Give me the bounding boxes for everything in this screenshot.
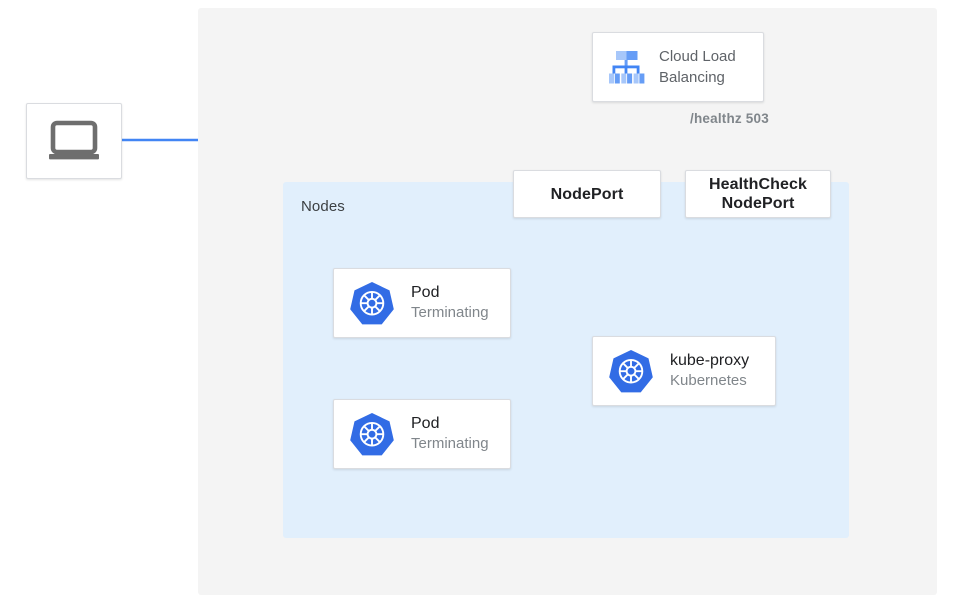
kube-proxy-text: kube-proxy Kubernetes	[670, 351, 749, 391]
healthcheck-nodeport-label: HealthCheck NodePort	[709, 175, 807, 213]
pod-title: Pod	[411, 284, 440, 301]
cloud-load-balancing-line1: Cloud Load	[659, 48, 736, 65]
healthcheck-nodeport-node[interactable]: HealthCheck NodePort	[685, 170, 831, 218]
cloud-load-balancing-icon	[605, 46, 647, 88]
pod-text: Pod Terminating	[411, 283, 489, 323]
cloud-load-balancing-label: Cloud Load Balancing	[659, 46, 736, 88]
nodes-panel-label: Nodes	[301, 198, 345, 215]
laptop-icon	[46, 119, 102, 163]
healthcheck-nodeport-line2: NodePort	[721, 195, 795, 212]
nodeport-node[interactable]: NodePort	[513, 170, 661, 218]
nodeport-label: NodePort	[550, 185, 624, 203]
pod-status: Terminating	[411, 435, 489, 452]
kube-proxy-title: kube-proxy	[670, 352, 750, 369]
pod-node[interactable]: Pod Terminating	[333, 399, 511, 469]
kube-proxy-node[interactable]: kube-proxy Kubernetes	[592, 336, 776, 406]
healthcheck-nodeport-line1: HealthCheck	[708, 176, 808, 193]
pod-text: Pod Terminating	[411, 414, 489, 454]
pod-status: Terminating	[411, 304, 489, 321]
cloud-load-balancing-node[interactable]: Cloud Load Balancing	[592, 32, 764, 102]
client-node[interactable]	[26, 103, 122, 179]
cloud-load-balancing-line2: Balancing	[659, 69, 725, 86]
kubernetes-icon	[348, 410, 396, 458]
kube-proxy-subtitle: Kubernetes	[670, 372, 747, 389]
pod-title: Pod	[411, 415, 440, 432]
pod-node[interactable]: Pod Terminating	[333, 268, 511, 338]
healthz-edge-label: /healthz 503	[690, 111, 769, 126]
kubernetes-icon	[607, 347, 655, 395]
kubernetes-icon	[348, 279, 396, 327]
